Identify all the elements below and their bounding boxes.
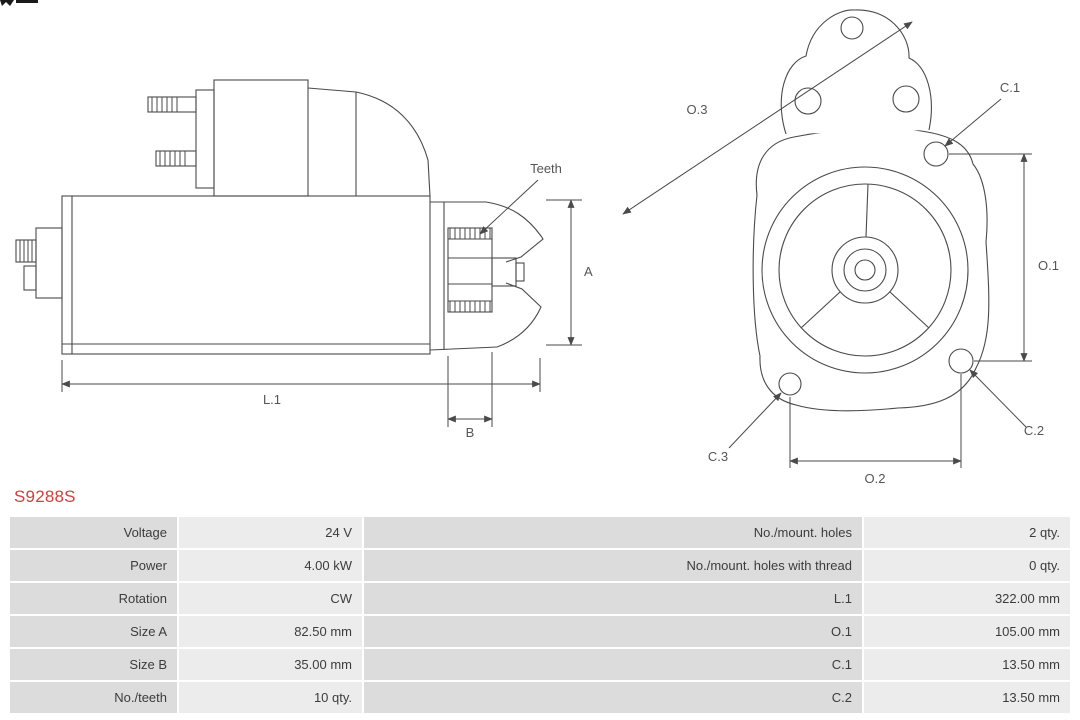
dim-c2-label: C.2 xyxy=(1024,423,1044,438)
mounting-flange xyxy=(752,127,990,412)
spec-l1-label: L.1 xyxy=(364,583,862,614)
spec-rotation-value: CW xyxy=(179,583,362,614)
hub-outer xyxy=(831,236,899,304)
dim-o3-label: O.3 xyxy=(687,102,708,117)
spec-size-b-value: 35.00 mm xyxy=(179,649,362,680)
yoke-transition xyxy=(307,87,431,197)
dim-c1-label: C.1 xyxy=(1000,80,1020,95)
dimension-c3: C.3 xyxy=(708,392,782,464)
front-view-drawing: O.3 C.1 O.1 C.3 O.2 C.2 xyxy=(622,9,1059,486)
spec-c2-label: C.2 xyxy=(364,682,862,713)
mount-hole-top-right xyxy=(923,141,949,167)
spec-mount-holes-thread-label: No./mount. holes with thread xyxy=(364,550,862,581)
spec-teeth-label: No./teeth xyxy=(10,682,177,713)
dimension-b: B xyxy=(447,352,493,440)
dim-b-label: B xyxy=(466,425,475,440)
spec-size-b-label: Size B xyxy=(10,649,177,680)
terminal-block xyxy=(15,227,63,299)
dim-a-label: A xyxy=(584,264,593,279)
hub-center xyxy=(854,259,876,281)
spec-l1-value: 322.00 mm xyxy=(864,583,1070,614)
flange-inner-circle xyxy=(778,183,952,357)
spec-size-a-label: Size A xyxy=(10,616,177,647)
spec-c1-label: C.1 xyxy=(364,649,862,680)
spec-mount-holes-thread-value: 0 qty. xyxy=(864,550,1070,581)
specifications-table: Voltage 24 V No./mount. holes 2 qty. Pow… xyxy=(10,517,1070,713)
spec-voltage-label: Voltage xyxy=(10,517,177,548)
dimension-o3: O.3 xyxy=(622,21,913,215)
drive-end-housing xyxy=(429,201,544,351)
spec-teeth-value: 10 qty. xyxy=(179,682,362,713)
teeth-label: Teeth xyxy=(530,161,562,176)
pinion-gear xyxy=(447,227,493,313)
spec-c1-value: 13.50 mm xyxy=(864,649,1070,680)
spec-size-a-value: 82.50 mm xyxy=(179,616,362,647)
spec-power-value: 4.00 kW xyxy=(179,550,362,581)
dim-l1-label: L.1 xyxy=(263,392,281,407)
flange-outer-circle xyxy=(761,166,969,374)
dimension-c2: C.2 xyxy=(969,369,1044,438)
dim-o1-label: O.1 xyxy=(1038,258,1059,273)
spec-rotation-label: Rotation xyxy=(10,583,177,614)
dimension-a: A xyxy=(546,199,593,346)
dimension-l1: L.1 xyxy=(61,358,541,407)
motor-body xyxy=(61,195,431,355)
spec-o1-label: O.1 xyxy=(364,616,862,647)
spec-mount-holes-value: 2 qty. xyxy=(864,517,1070,548)
dimension-o2: O.2 xyxy=(789,374,962,486)
dimension-o1: O.1 xyxy=(949,153,1059,362)
top-lobe xyxy=(780,9,932,135)
part-number: S9288S xyxy=(14,487,76,506)
spec-voltage-value: 24 V xyxy=(179,517,362,548)
spec-o1-value: 105.00 mm xyxy=(864,616,1070,647)
dimension-teeth: Teeth xyxy=(479,161,562,235)
mount-hole-bottom-left xyxy=(778,372,802,396)
dimension-c1: C.1 xyxy=(944,80,1020,147)
pinion-shaft xyxy=(491,257,517,287)
spec-c2-value: 13.50 mm xyxy=(864,682,1070,713)
solenoid xyxy=(147,79,309,197)
spec-mount-holes-label: No./mount. holes xyxy=(364,517,862,548)
spec-power-label: Power xyxy=(10,550,177,581)
hub-spokes xyxy=(800,183,930,329)
dim-o2-label: O.2 xyxy=(865,471,886,486)
side-view-drawing: Teeth A L.1 B xyxy=(15,79,593,440)
dim-c3-label: C.3 xyxy=(708,449,728,464)
corner-logo-fragment xyxy=(0,0,38,6)
technical-drawing: Teeth A L.1 B xyxy=(0,0,1059,486)
mount-hole-bottom-right xyxy=(948,348,974,374)
hub-middle xyxy=(843,248,887,292)
